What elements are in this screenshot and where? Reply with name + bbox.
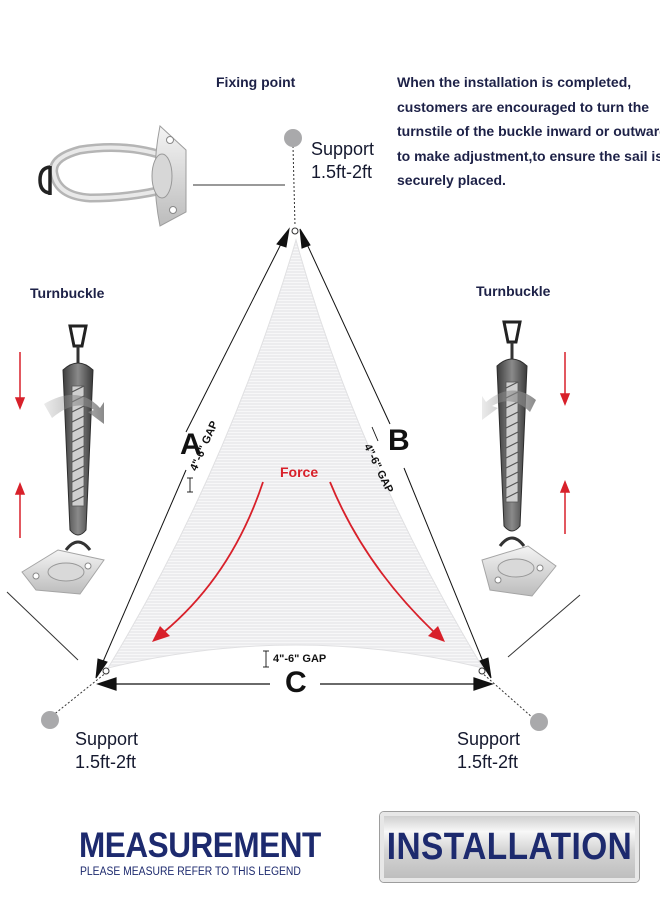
force-arrowhead-left [152,626,170,642]
corner-rings [102,227,486,675]
force-arrows [163,481,435,633]
note-line: customers are encouraged to turn the [397,98,650,115]
support-post-right [530,713,548,731]
connector-lines [6,184,581,661]
force-label: Force [280,464,319,480]
turnbuckle-left-illustration [14,324,105,595]
support-left-title: Support [75,729,139,749]
support-right-title: Support [457,729,521,749]
turnbuckle-left-label: Turnbuckle [30,285,105,301]
note-line: turnstile of the buckle inward or outwar… [397,123,660,139]
shade-sail [106,238,485,669]
installation-badge: INSTALLATION [380,812,639,882]
turnbuckle-right-illustration [481,320,571,597]
side-c-label: C [285,666,307,699]
support-top-label: Support 1.5ft-2ft [311,138,374,184]
support-post-left [41,711,59,729]
note-line: When the installation is completed, [397,74,632,90]
installation-text: INSTALLATION [386,825,633,868]
support-top-distance: 1.5ft-2ft [311,162,373,182]
side-c-dimension [96,677,494,691]
support-right-distance: 1.5ft-2ft [457,752,519,772]
fixing-point-illustration [38,125,187,227]
side-a-label: A [180,428,202,461]
note-line: to make adjustment,to ensure the sail is [397,147,660,164]
support-post-top [284,129,302,147]
gap-c-label: 4"-6" GAP [273,653,327,665]
turnbuckle-right-label: Turnbuckle [476,283,551,299]
force-arrowhead-right [428,626,445,642]
side-b-label: B [388,424,410,457]
support-ropes [51,145,534,719]
gap-ticks [187,426,379,668]
side-b-dimension [299,228,492,679]
side-a-dimension [95,227,290,679]
support-left-distance: 1.5ft-2ft [75,752,137,772]
installation-note: When the installation is completed, cust… [397,70,660,193]
fixing-point-label: Fixing point [216,74,296,90]
support-top-title: Support [311,139,375,159]
measurement-title: MEASUREMENT [79,826,321,865]
support-right-label: Support 1.5ft-2ft [457,728,520,774]
note-line: securely placed. [397,172,506,188]
measurement-subtitle: PLEASE MEASURE REFER TO THIS LEGEND [80,866,301,878]
support-left-label: Support 1.5ft-2ft [75,728,138,774]
